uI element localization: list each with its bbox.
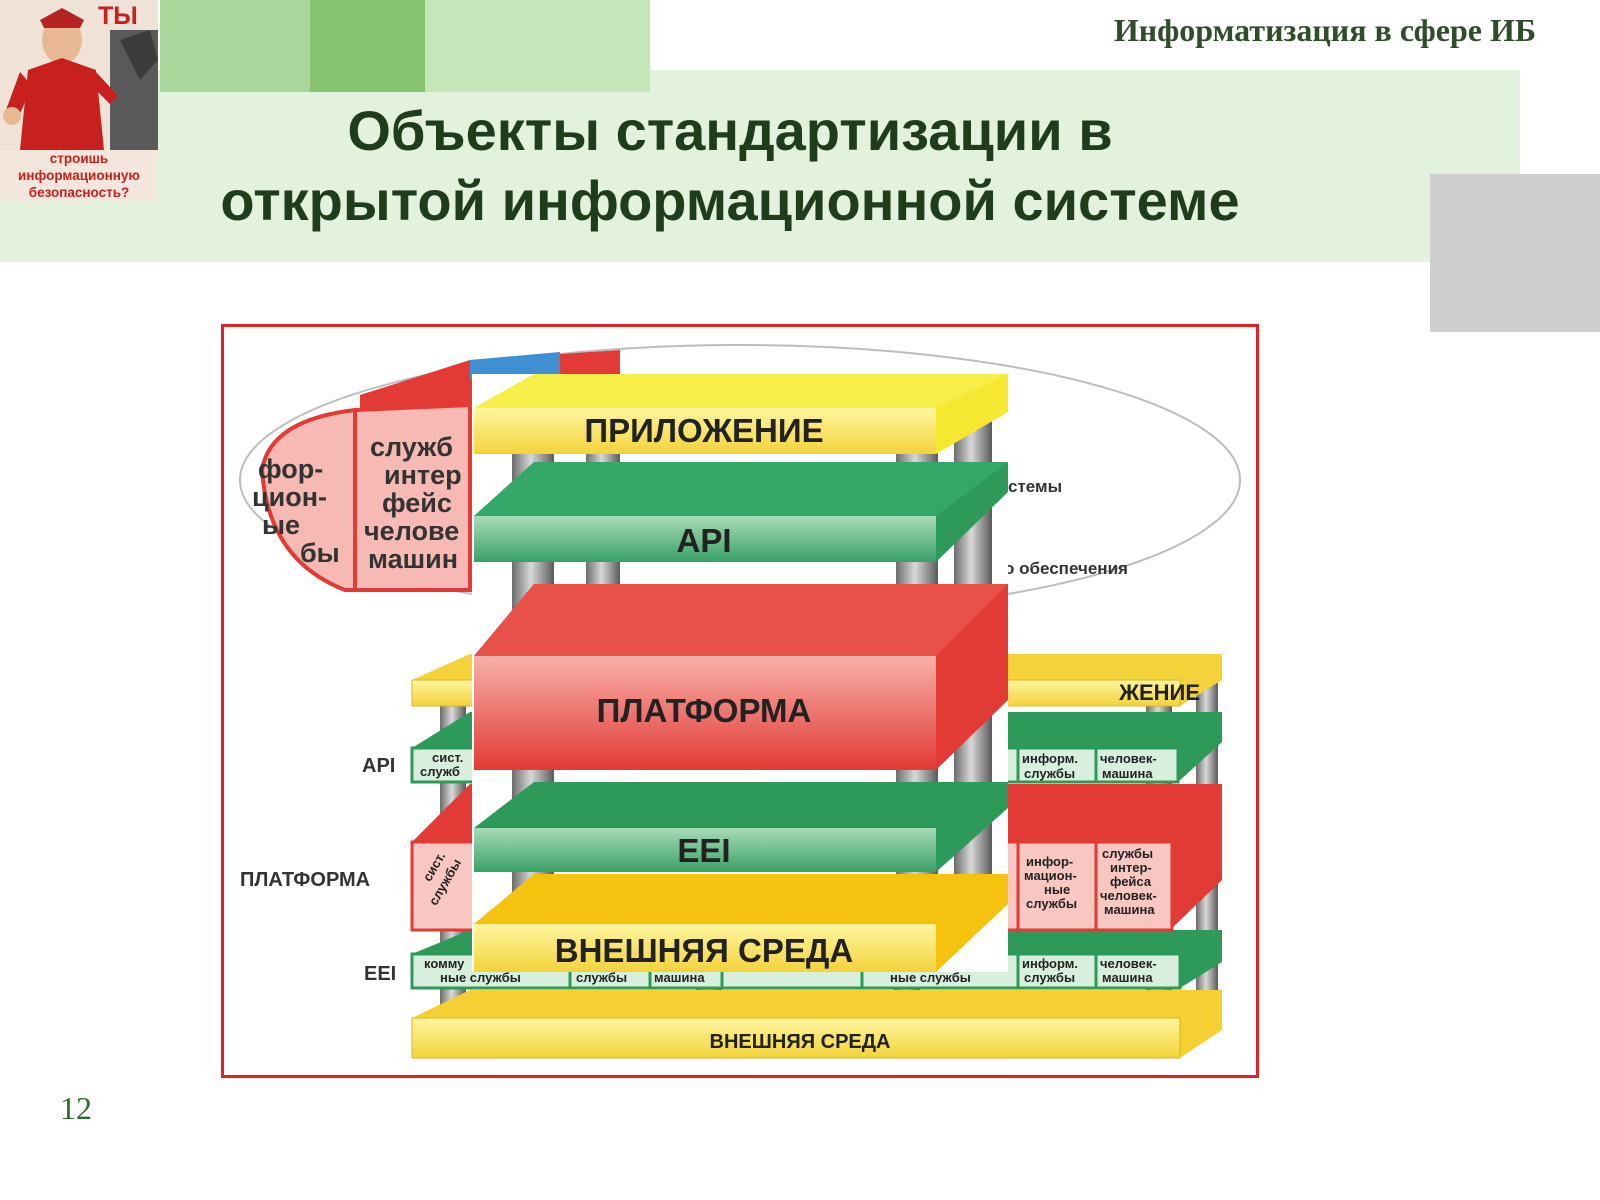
cell-text: машина <box>1104 902 1155 917</box>
page-title-line: Объекты стандартизации в <box>347 99 1113 162</box>
poster-figure-icon <box>0 0 158 150</box>
cell-text: ные <box>1044 882 1070 897</box>
decor-gray-box <box>1430 174 1600 332</box>
cell-text: машина <box>1102 766 1153 781</box>
ellipse-cell-text: бы <box>300 538 340 568</box>
section-title: Информатизация в сфере ИБ <box>1113 12 1536 48</box>
ellipse-left-cell-1: фор- цион- ые бы <box>252 454 340 568</box>
cell-text: человек- <box>1100 956 1157 971</box>
front-api-label: API <box>676 522 731 559</box>
back-application-label: ЖЕНИЕ <box>1118 680 1200 705</box>
cell-text: сист. <box>432 750 463 765</box>
header-band-2 <box>310 0 425 92</box>
cell-text: ные службы <box>890 970 971 985</box>
cell-text: служб <box>420 764 460 779</box>
cell-text: службы <box>1024 766 1075 781</box>
title-band <box>0 70 1520 262</box>
back-eei-label: EEI <box>364 963 396 985</box>
cell-text: машина <box>1102 970 1153 985</box>
ellipse-cell-text: интер <box>384 460 462 490</box>
poster-caption-line: строишь <box>49 151 109 166</box>
ellipse-cell-text: машин <box>368 544 458 574</box>
front-stack <box>472 374 1008 972</box>
back-platform-label: ПЛАТФОРМА <box>240 869 370 891</box>
poster-caption: строишь информационную безопасность? <box>0 150 158 201</box>
cell-text: машина <box>654 970 705 985</box>
cell-text: мацион- <box>1024 868 1077 883</box>
back-api-label: API <box>362 755 395 777</box>
ellipse-cell-text: челове <box>364 516 459 546</box>
cell-text: человек- <box>1100 751 1157 766</box>
poster-caption-line: информационную <box>18 168 140 183</box>
ellipse-cell-text: ые <box>262 510 300 540</box>
back-external-label: ВНЕШНЯЯ СРЕДА <box>710 1031 891 1053</box>
cell-text: интер- <box>1110 860 1152 875</box>
cell-text: информ. <box>1022 751 1078 766</box>
ellipse-right-text: стемы <box>1008 477 1062 496</box>
ellipse-right-text: о обеспечения <box>1004 559 1128 578</box>
poster-logo: ТЫ строишь информационную безопасность? <box>0 0 158 202</box>
front-application-label: ПРИЛОЖЕНИЕ <box>584 412 823 449</box>
cell-text: службы <box>1026 896 1077 911</box>
cell-text: комму <box>424 956 465 971</box>
ellipse-cell-text: служб <box>370 432 453 462</box>
front-eei-label: EEI <box>677 832 730 869</box>
cell-text: инфор- <box>1026 854 1073 869</box>
cell-text: службы <box>1024 970 1075 985</box>
ellipse-left-cell-2: служб интер фейс челове машин <box>364 432 462 574</box>
cell-text: службы <box>576 970 627 985</box>
ellipse-cell-text: фейс <box>382 488 452 518</box>
poster-caption-line: безопасность? <box>28 185 130 200</box>
cell-text: человек- <box>1100 888 1157 903</box>
cell-text: ные службы <box>440 970 521 985</box>
page-number: 12 <box>60 1090 92 1126</box>
ellipse-cell-text: цион- <box>252 482 327 512</box>
page-title: Объекты стандартизации в открытой информ… <box>150 96 1310 236</box>
page-title-line: открытой информационной системе <box>220 169 1240 232</box>
cell-text: службы <box>1102 846 1153 861</box>
header-band-1 <box>160 0 310 92</box>
front-external-label: ВНЕШНЯЯ СРЕДА <box>555 932 853 969</box>
front-platform-label: ПЛАТФОРМА <box>597 692 812 729</box>
back-stack-cells: сист. служб информ. службы человек- маши… <box>420 750 1157 985</box>
poster-headline: ТЫ <box>98 2 138 30</box>
header-band-3 <box>425 0 650 92</box>
cell-text: информ. <box>1022 956 1078 971</box>
ellipse-cell-text: фор- <box>258 454 323 484</box>
cell-text: фейса <box>1110 874 1152 889</box>
